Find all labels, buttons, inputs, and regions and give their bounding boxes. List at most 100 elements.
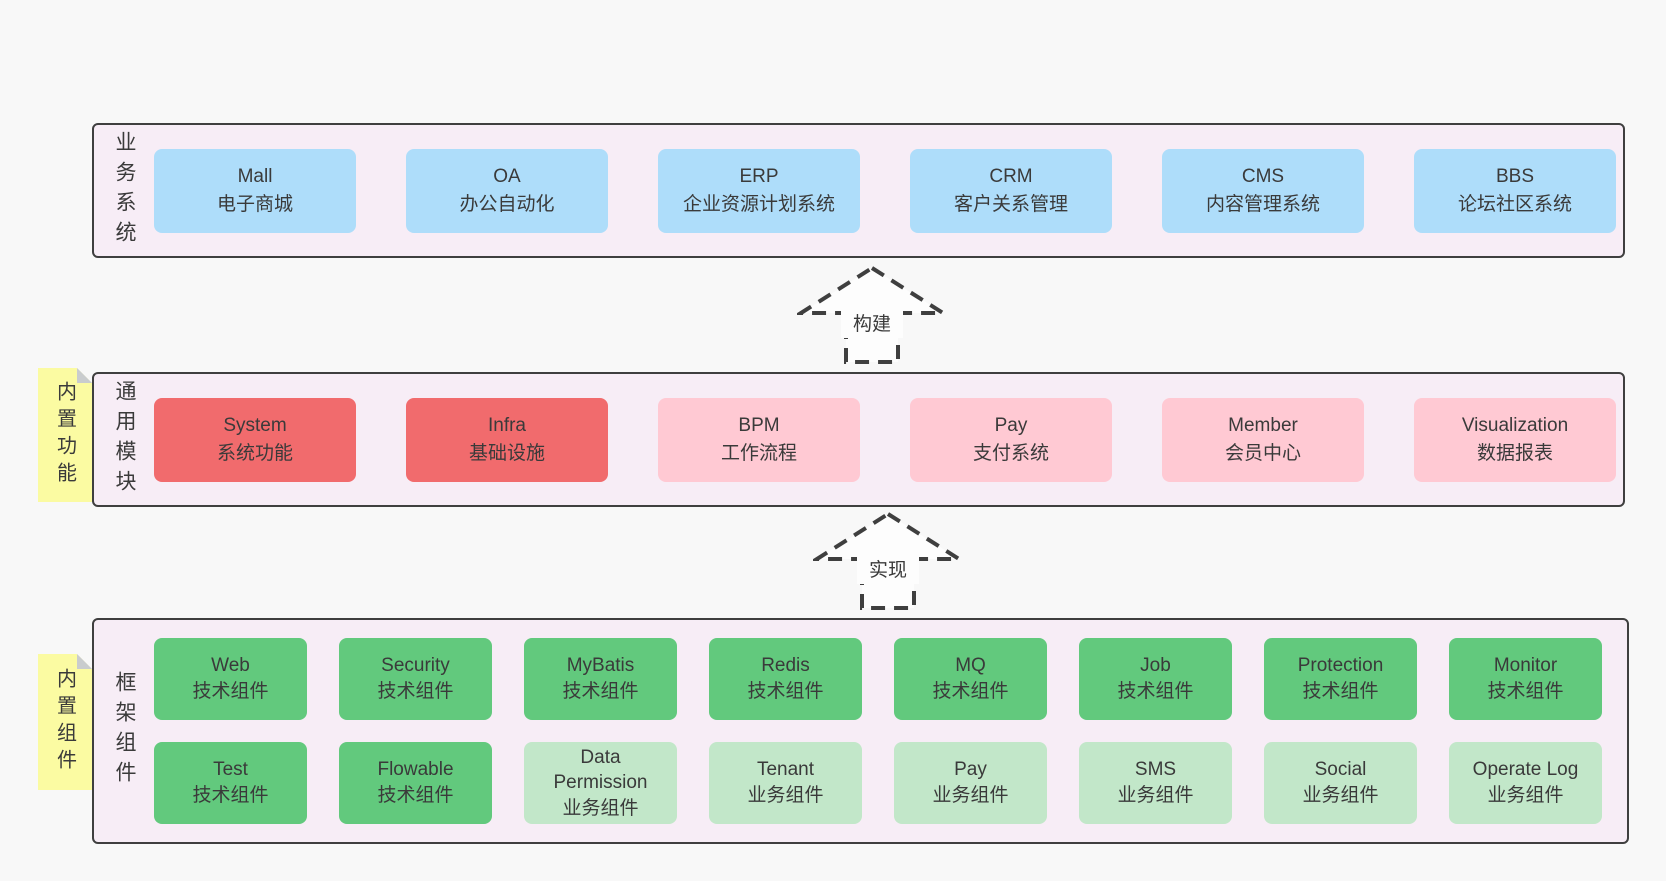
module-boxes: System 系统功能 Infra 基础设施 BPM 工作流程 Pay 支付系统…	[154, 397, 1623, 482]
box-title: Tenant	[756, 759, 815, 781]
box-title: Web	[211, 655, 250, 677]
box-subtitle: 业务组件	[562, 797, 639, 819]
box-title: MQ	[955, 655, 986, 677]
box-title: Mall	[237, 165, 273, 187]
box-subtitle: 电子商城	[216, 193, 293, 215]
box-erp: ERP 企业资源计划系统	[658, 148, 860, 233]
box-subtitle: 技术组件	[377, 785, 454, 806]
box-title: Member	[1228, 414, 1298, 436]
layer-business-label-text: 业务系统	[113, 130, 136, 251]
layer-framework-components: 框架组件 Web 技术组件 Security 技术组件 MyBatis 技术组件…	[92, 618, 1629, 844]
box-monitor: Monitor 技术组件	[1449, 638, 1602, 720]
box-bpm: BPM 工作流程	[658, 397, 860, 482]
box-subtitle: 支付系统	[972, 442, 1049, 464]
layer-components-label-text: 框架组件	[113, 671, 136, 791]
box-subtitle: 业务组件	[1487, 785, 1564, 806]
box-subtitle: 技术组件	[1117, 681, 1194, 702]
box-subtitle: 技术组件	[1487, 681, 1564, 702]
box-pay-component: Pay 业务组件	[894, 742, 1047, 824]
tab-fold-corner	[77, 654, 92, 669]
box-title: Pay	[994, 414, 1028, 436]
box-title: Protection	[1297, 655, 1384, 677]
box-title: ERP	[739, 165, 779, 187]
box-title: Redis	[761, 655, 810, 677]
box-subtitle: 业务组件	[932, 785, 1009, 806]
implement-arrow-icon: 实现	[813, 511, 963, 610]
box-subtitle: 内容管理系统	[1205, 193, 1320, 215]
box-mq: MQ 技术组件	[894, 638, 1047, 720]
layer-modules-label-text: 通用模块	[113, 379, 136, 500]
layer-business-label: 业务系统	[94, 131, 154, 251]
build-arrow-icon: 构建	[797, 265, 947, 364]
box-infra: Infra 基础设施	[406, 397, 608, 482]
layer-components-label: 框架组件	[94, 671, 154, 791]
box-subtitle: 技术组件	[932, 681, 1009, 702]
box-subtitle: 数据报表	[1476, 442, 1553, 464]
box-title: CMS	[1241, 165, 1285, 187]
component-row-1: Web 技术组件 Security 技术组件 MyBatis 技术组件 Redi…	[154, 638, 1627, 720]
box-subtitle: 技术组件	[377, 681, 454, 702]
box-title: MyBatis	[566, 655, 635, 677]
layer-modules-label: 通用模块	[94, 380, 154, 500]
box-subtitle: 论坛社区系统	[1457, 193, 1572, 215]
box-bbs: BBS 论坛社区系统	[1414, 148, 1616, 233]
build-arrow-label: 构建	[853, 313, 891, 335]
box-title: SMS	[1134, 759, 1177, 781]
box-redis: Redis 技术组件	[709, 638, 862, 720]
box-mall: Mall 电子商城	[154, 148, 356, 233]
box-subtitle: 客户关系管理	[953, 193, 1068, 215]
box-subtitle: 业务组件	[1117, 785, 1194, 806]
box-subtitle: 技术组件	[1302, 681, 1379, 702]
box-protection: Protection 技术组件	[1264, 638, 1417, 720]
box-title: Job	[1140, 655, 1171, 677]
box-title: Monitor	[1493, 655, 1558, 677]
box-member: Member 会员中心	[1162, 397, 1364, 482]
box-title: Pay	[954, 759, 987, 781]
box-title: System	[223, 414, 287, 436]
box-sms: SMS 业务组件	[1079, 742, 1232, 824]
box-title: CRM	[989, 165, 1033, 187]
implement-arrow-label: 实现	[869, 559, 907, 581]
box-subtitle: 工作流程	[720, 442, 797, 464]
tab-builtin-components-text: 内置组件	[53, 668, 76, 776]
box-operate-log: Operate Log 业务组件	[1449, 742, 1602, 824]
box-title: Infra	[487, 414, 527, 436]
box-title: Flowable	[377, 759, 454, 781]
box-title: Operate Log	[1472, 759, 1579, 781]
tab-builtin-components: 内置组件	[38, 654, 92, 790]
box-oa: OA 办公自动化	[406, 148, 608, 233]
box-title: Visualization	[1461, 414, 1569, 436]
box-job: Job 技术组件	[1079, 638, 1232, 720]
box-test: Test 技术组件	[154, 742, 307, 824]
box-title: Data Permission	[553, 746, 648, 794]
box-crm: CRM 客户关系管理	[910, 148, 1112, 233]
box-pay-module: Pay 支付系统	[910, 397, 1112, 482]
box-title: Test	[213, 759, 248, 781]
box-cms: CMS 内容管理系统	[1162, 148, 1364, 233]
box-web: Web 技术组件	[154, 638, 307, 720]
business-boxes: Mall 电子商城 OA 办公自动化 ERP 企业资源计划系统 CRM 客户关系…	[154, 148, 1623, 233]
box-title: Security	[381, 655, 450, 677]
layer-business-systems: 业务系统 Mall 电子商城 OA 办公自动化 ERP 企业资源计划系统 CRM…	[92, 123, 1625, 258]
box-subtitle: 业务组件	[1302, 785, 1379, 806]
box-subtitle: 会员中心	[1224, 442, 1301, 464]
box-subtitle: 技术组件	[747, 681, 824, 702]
box-subtitle: 技术组件	[192, 681, 269, 702]
box-flowable: Flowable 技术组件	[339, 742, 492, 824]
component-rows: Web 技术组件 Security 技术组件 MyBatis 技术组件 Redi…	[154, 638, 1627, 824]
box-mybatis: MyBatis 技术组件	[524, 638, 677, 720]
box-data-permission: Data Permission 业务组件	[524, 742, 677, 824]
box-social: Social 业务组件	[1264, 742, 1417, 824]
box-subtitle: 系统功能	[216, 442, 293, 464]
box-subtitle: 业务组件	[747, 785, 824, 806]
box-visualization: Visualization 数据报表	[1414, 397, 1616, 482]
tab-fold-corner	[77, 368, 92, 383]
box-subtitle: 基础设施	[468, 442, 545, 464]
layer-common-modules: 通用模块 System 系统功能 Infra 基础设施 BPM 工作流程 Pay…	[92, 372, 1625, 507]
tab-builtin-features-text: 内置功能	[53, 381, 76, 489]
box-title: Social	[1314, 759, 1367, 781]
box-title: BPM	[738, 414, 780, 436]
box-title: BBS	[1495, 165, 1535, 187]
box-tenant: Tenant 业务组件	[709, 742, 862, 824]
component-row-2: Test 技术组件 Flowable 技术组件 Data Permission …	[154, 742, 1627, 824]
